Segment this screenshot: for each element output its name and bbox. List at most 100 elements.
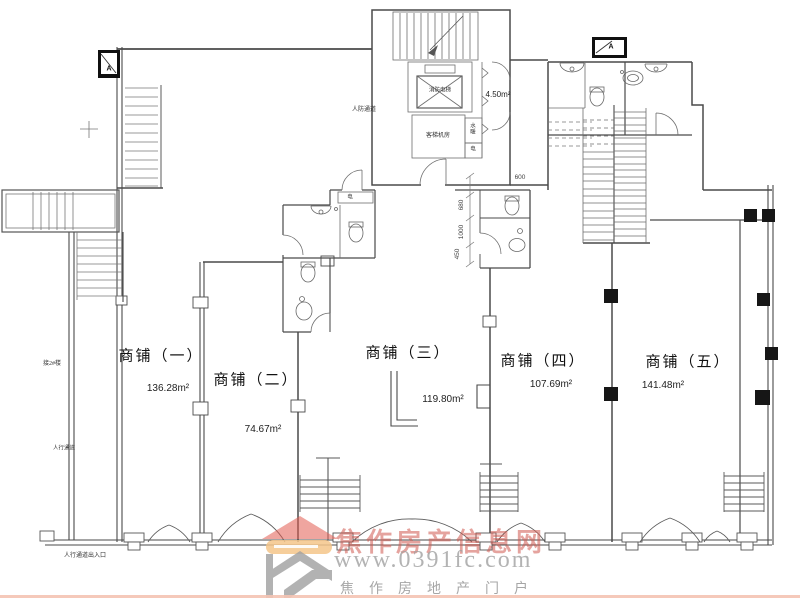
civil-passage-label: 人防通道 <box>351 107 377 113</box>
door-arc-icon <box>479 232 502 255</box>
section-marker-a-icon <box>592 37 627 58</box>
column-icon <box>604 289 618 303</box>
section-marker2-letter: A <box>608 43 614 51</box>
entry-steps <box>299 457 765 540</box>
sink-icon <box>295 301 313 321</box>
top-right-washrooms <box>548 62 692 147</box>
electric2-label: 电 <box>347 194 353 201</box>
column-icon <box>755 390 770 405</box>
column-icon <box>604 387 618 401</box>
watermark-url: www.0391fc.com <box>334 547 533 573</box>
pedestrian-entrance-label: 人行通道出入口 <box>63 553 107 559</box>
stair-elevator-tower <box>371 9 511 188</box>
logo-roof-icon <box>262 516 338 539</box>
pier-icon <box>39 530 55 542</box>
stair-direction-arrow-icon <box>428 45 438 56</box>
column-icon <box>765 347 778 360</box>
bottom-piers <box>39 530 758 551</box>
sink-icon <box>644 63 668 73</box>
top-left-stairs-icon <box>125 87 158 187</box>
dim-450: 450 <box>453 248 461 260</box>
toilet-icon <box>504 196 520 216</box>
pier-icon <box>123 532 145 551</box>
door-arc-icon <box>491 61 511 131</box>
pier-icon <box>475 532 497 551</box>
sink-icon <box>559 62 585 73</box>
watermark-site-name: 焦作房产信息网 <box>336 528 547 557</box>
lobby-area-label: 4.50m² <box>485 90 511 99</box>
wall-columns <box>115 255 497 416</box>
connect-building-label: 接2#楼 <box>42 361 62 367</box>
section-markers <box>98 37 627 78</box>
tower-stairs-icon <box>392 11 479 61</box>
door-arc-icon <box>341 169 363 191</box>
door-arc-icon <box>310 312 331 333</box>
column-icon <box>762 209 775 222</box>
steps-icon <box>479 463 519 512</box>
shop3-area: 119.80m² <box>422 394 464 405</box>
outer-walls <box>44 47 774 546</box>
structural-columns <box>604 209 778 405</box>
elevator-room-label: 客梯机房 <box>425 133 451 139</box>
door-arc-icon <box>496 522 546 543</box>
sink-icon <box>622 70 644 86</box>
counter-box <box>337 191 374 204</box>
electric-label: 电 <box>470 146 476 153</box>
radiator-icon <box>481 67 489 135</box>
section-marker-a-icon <box>98 50 120 78</box>
dimension-line <box>465 172 475 268</box>
toilet-icon <box>348 223 364 243</box>
plumbing-label: 水暖 <box>470 123 476 136</box>
bottom-rule <box>0 595 800 598</box>
elevator-shaft-icon <box>407 61 473 113</box>
shop1-name: 商铺（一） <box>118 348 204 365</box>
lobby-room <box>481 61 511 158</box>
section-marker1-letter: A <box>106 65 112 73</box>
steps-icon <box>299 457 361 540</box>
right-stairs-icon <box>582 105 647 243</box>
door-arc-icon <box>217 513 286 543</box>
column-icon <box>757 293 770 306</box>
watermark-tagline: 焦作房地产门户 <box>340 582 543 597</box>
shop4-name: 商铺（四） <box>500 353 586 370</box>
door-arc-icon <box>282 234 304 256</box>
shop1-area: 136.28m² <box>146 383 190 394</box>
survey-cross-icon <box>80 121 98 138</box>
fire-elevator-label: 消防电梯 <box>428 87 452 94</box>
shop4-area: 107.69m² <box>529 379 573 390</box>
pier-icon <box>736 532 758 551</box>
sink-icon <box>508 238 526 252</box>
shop2-area: 74.67m² <box>244 424 282 435</box>
upper-stair-dashed-icon <box>548 121 592 147</box>
toilet-icon <box>300 263 316 283</box>
dim-680: 680 <box>457 199 465 211</box>
column-icon <box>744 209 757 222</box>
dim-1000: 1000 <box>457 224 465 240</box>
door-arc-icon <box>419 158 447 186</box>
pier-icon <box>191 532 213 551</box>
watermark-logo-icon <box>262 516 338 598</box>
shop-partitions <box>199 243 613 542</box>
pier-icon <box>544 532 566 551</box>
door-arc-icon <box>703 530 731 543</box>
shop3-name: 商铺（三） <box>365 345 451 362</box>
steps-icon <box>723 472 765 512</box>
shop2-name: 商铺（二） <box>213 372 299 389</box>
door-arc-icon <box>351 518 473 543</box>
entrance-door-arcs <box>147 513 731 543</box>
shop3-half-wall <box>390 371 418 427</box>
pier-icon <box>681 532 703 551</box>
dim-600: 600 <box>514 173 526 181</box>
left-stairs-icon <box>1 189 124 302</box>
pier-icon <box>621 532 643 551</box>
pedestrian-walkway-label: 人行通道 <box>52 445 76 452</box>
door-arc-icon <box>147 524 191 543</box>
door-arc-icon <box>639 517 701 543</box>
mid-right-washroom <box>455 172 531 269</box>
toilet-icon <box>589 87 605 107</box>
shop5-name: 商铺（五） <box>645 354 731 371</box>
door-arc-icon <box>655 112 679 136</box>
central-washrooms <box>282 169 376 333</box>
